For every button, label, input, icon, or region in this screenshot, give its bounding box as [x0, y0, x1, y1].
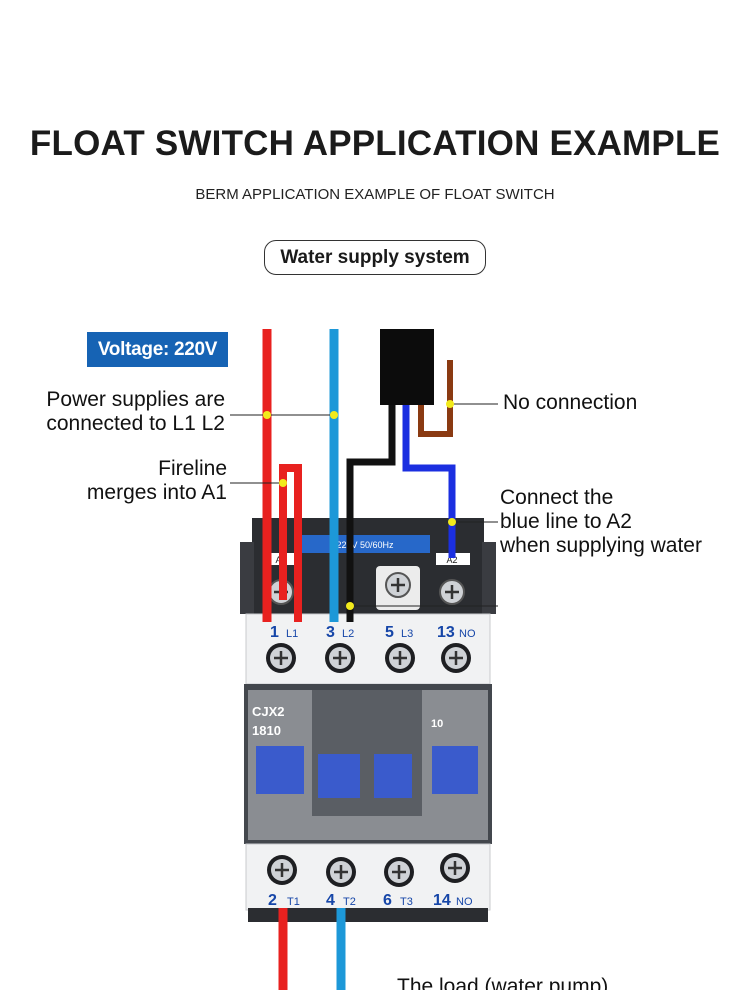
marker-dot-l1	[263, 411, 271, 419]
terminal-14-no	[440, 853, 470, 883]
contactor-left-ear	[240, 542, 254, 614]
page-title: FLOAT SWITCH APPLICATION EXAMPLE	[29, 124, 721, 163]
bottom-terminal-num-1: 2	[268, 892, 277, 909]
voltage-badge: Voltage: 220V	[87, 332, 228, 367]
coil-screw-a2	[439, 579, 465, 605]
terminal-t1	[267, 855, 297, 885]
a2-label: A2	[446, 555, 457, 565]
callout-power-line-1: Power supplies are	[46, 388, 225, 411]
marker-dot-l2	[330, 411, 338, 419]
wires	[262, 329, 456, 990]
bottom-terminal-name-1: T1	[287, 896, 300, 908]
marker-dot-blue	[448, 518, 456, 526]
contact-indicator-4	[432, 746, 478, 794]
float-blue-wire	[402, 405, 456, 558]
terminal-t2	[326, 857, 356, 887]
model-line-2: 1810	[252, 723, 281, 738]
aux-label: 10	[431, 718, 443, 730]
callout-no-connection-text: No connection	[503, 391, 638, 414]
callout-blue-line-1: Connect the	[500, 486, 614, 509]
terminal-t3	[384, 857, 414, 887]
top-terminal-num-1: 1	[270, 624, 279, 641]
coil-rating-text: 220V 50/60Hz	[336, 540, 394, 550]
contactor-right-ear	[482, 542, 496, 614]
callout-leaders	[230, 400, 498, 610]
marker-dot-black	[346, 602, 354, 610]
model-line-1: CJX2	[252, 704, 285, 719]
callout-blue-line-3: when supplying water	[500, 534, 702, 557]
callout-load-text: The load (water pump)	[397, 975, 609, 990]
terminal-l2	[325, 643, 355, 673]
bottom-terminal-name-2: T2	[343, 896, 356, 908]
contact-indicator-3	[374, 754, 412, 798]
top-terminal-name-3: L3	[401, 628, 413, 640]
callout-load: The load (water pump)	[397, 975, 608, 990]
callout-fireline-line-2: merges into A1	[86, 481, 227, 504]
bottom-terminal-num-2: 4	[326, 892, 335, 909]
voltage-badge-label: Voltage: 220V	[97, 338, 218, 360]
contactor-base	[248, 908, 488, 922]
top-terminal-num-3: 5	[385, 624, 394, 641]
contact-indicator-2	[318, 754, 360, 798]
callout-power-line-2: connected to L1 L2	[46, 412, 225, 435]
marker-dot-brown	[446, 400, 454, 408]
contactor: 220V 50/60Hz A1 A2	[240, 518, 496, 922]
bottom-terminal-name-4: NO	[456, 896, 473, 908]
bottom-terminal-num-4: 14	[433, 892, 451, 909]
top-terminal-name-4: NO	[459, 628, 476, 640]
callout-blue-line: Connect the blue line to A2 when supplyi…	[500, 486, 702, 558]
marker-dot-fireline	[279, 479, 287, 487]
contact-indicator-1	[256, 746, 304, 794]
section-pill-label: Water supply system	[280, 246, 470, 268]
fire-wire-a1-branch	[279, 464, 302, 622]
callout-fireline: Fireline merges into A1	[87, 457, 227, 505]
callout-fireline-line-1: Fireline	[158, 457, 227, 480]
top-terminal-name-2: L2	[342, 628, 354, 640]
terminal-l3	[385, 643, 415, 673]
a2-label-plate	[436, 553, 470, 565]
top-terminal-num-2: 3	[326, 624, 335, 641]
coil-screw-middle	[376, 566, 420, 610]
callout-blue-line-2: blue line to A2	[500, 510, 632, 533]
page-subtitle: BERM APPLICATION EXAMPLE OF FLOAT SWITCH	[195, 186, 555, 203]
terminal-13-no	[441, 643, 471, 673]
top-terminal-num-4: 13	[437, 624, 455, 641]
section-pill: Water supply system	[264, 240, 486, 275]
terminal-l1	[266, 643, 296, 673]
callout-power: Power supplies are connected to L1 L2	[46, 388, 225, 436]
bottom-terminal-name-3: T3	[400, 896, 413, 908]
float-brown-wire	[418, 360, 453, 437]
bottom-terminal-num-3: 6	[383, 892, 392, 909]
callout-no-connection: No connection	[503, 391, 637, 415]
float-black-wire	[346, 405, 396, 622]
top-terminal-name-1: L1	[286, 628, 298, 640]
float-switch-cable-head	[380, 329, 434, 405]
